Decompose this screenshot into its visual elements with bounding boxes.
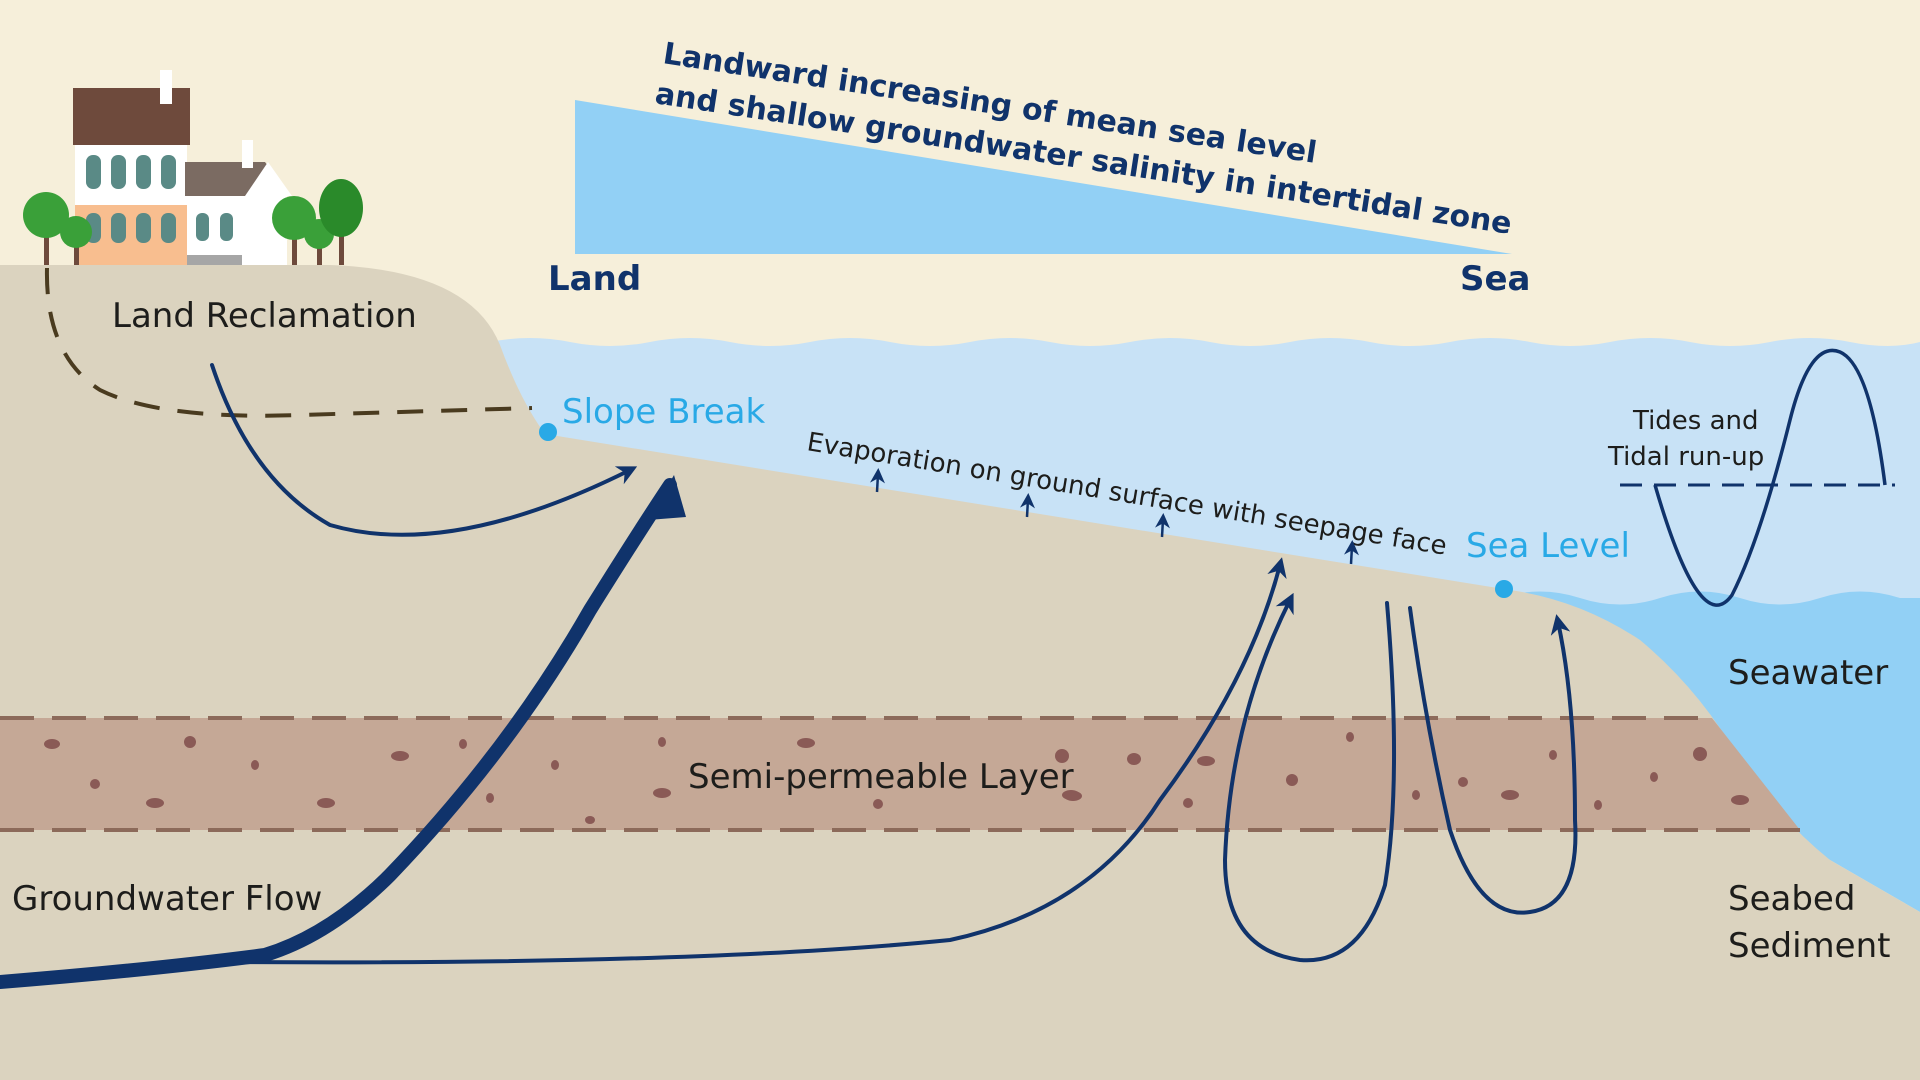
salinity-gradient-wedge <box>575 100 1512 254</box>
tree-icon <box>23 179 363 265</box>
reclamation-boundary <box>44 267 533 418</box>
seepage-flow-arrow <box>233 557 1287 965</box>
sea-level-marker <box>1495 580 1513 598</box>
seawater-label: Seawater <box>1728 653 1888 693</box>
land-reclamation-label: Land Reclamation <box>112 296 417 336</box>
evaporation-arrows <box>870 468 1359 565</box>
slope-break-label: Slope Break <box>562 392 765 432</box>
reclamation-flow-arrow <box>210 363 638 537</box>
seawater-region <box>1500 591 1920 912</box>
gradient-sea-label: Sea <box>1460 259 1531 299</box>
tides-label-line1: Tides and <box>1632 406 1759 436</box>
house-icon <box>73 70 292 265</box>
sea-level-label: Sea Level <box>1466 526 1630 566</box>
tides-label-line2: Tidal run-up <box>1607 442 1764 472</box>
groundwater-flow-label: Groundwater Flow <box>12 879 322 919</box>
semi-permeable-label: Semi-permeable Layer <box>688 757 1074 797</box>
loop-flow-arrow-left <box>1222 592 1397 963</box>
layer-pebbles <box>44 732 1749 824</box>
seabed-label-line1: Seabed <box>1728 879 1855 919</box>
tide-wave <box>1653 348 1887 607</box>
groundwater-flow-arrows <box>0 363 1578 989</box>
ground <box>0 265 1920 1080</box>
gradient-land-label: Land <box>548 259 641 299</box>
seabed-label-line2: Sediment <box>1728 926 1890 966</box>
main-flow-arrow <box>0 478 677 989</box>
slope-break-marker <box>539 423 557 441</box>
loop-flow-arrow-right <box>1408 606 1578 915</box>
